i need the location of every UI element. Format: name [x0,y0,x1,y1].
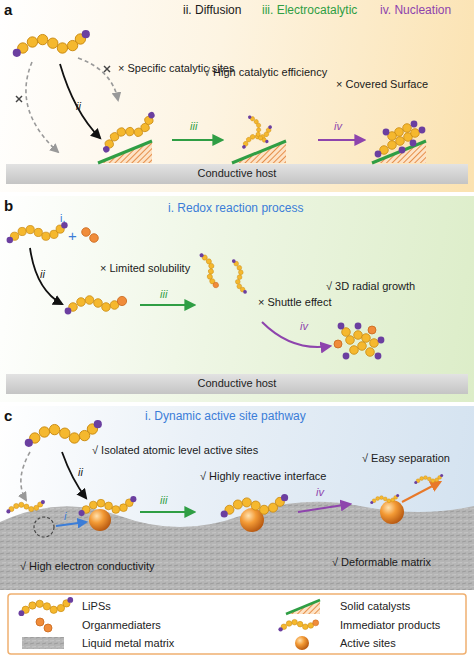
catalyst-edge [232,141,286,163]
lips-chain [6,500,45,513]
solid-catalyst [98,141,152,163]
lips-fragment [414,474,443,484]
solid-catalyst [232,141,286,163]
dashed-arrow [21,452,30,500]
panel-band: aConductive host [0,0,474,192]
legend-box [8,594,466,654]
diffusion-arrow [60,64,100,138]
legend-label: Liquid metal matrix [82,637,174,649]
legend-sample [19,597,74,616]
lips-fragment [370,494,399,504]
lips-chain [13,30,90,57]
legend-label: Organmediaters [82,619,161,631]
panel-letter: a [4,1,12,18]
catalyst-edge [98,141,152,163]
panel-band: bConductive host [0,196,474,402]
radial-cluster [334,323,384,360]
vacant-site [34,517,54,537]
host-label: Conductive host [6,167,468,179]
dashed-arrow [78,58,118,100]
legend-sample [295,636,309,650]
separation-arrow [402,482,440,502]
catalytic-arrow [172,139,222,141]
panel-band: c [0,406,474,590]
nucleation-arrow [298,504,350,512]
active-site [380,500,404,524]
mediator-product [199,251,219,290]
lips-fragment [248,112,269,146]
nucleation-arrow [318,139,364,141]
lips-chain [7,222,68,243]
solid-catalyst [372,141,426,163]
cross-mark [16,66,110,102]
lips-chain [79,496,137,516]
dashed-arrow [26,62,58,152]
lips-fragment [232,258,247,294]
legend-label: Solid catalysts [340,600,410,612]
catalytic-arrow [140,511,194,513]
host-label: Conductive host [6,377,468,389]
lips-chain [221,494,289,517]
panel-letter: b [4,197,13,214]
legend-sample [286,600,320,614]
active-site [89,509,111,531]
host-bar: Conductive host [6,164,468,184]
active-site-arrow [56,522,86,526]
catalyst-edge [372,141,426,163]
legend-sample [22,637,64,649]
organic-mediator [82,228,99,243]
lips-chain [25,420,102,447]
legend-sample [286,600,320,614]
covered-deposit [375,121,426,158]
mediator-product [65,296,127,315]
panel-letter: c [4,407,12,424]
liquid-metal-matrix [0,502,474,590]
legend-label: Active sites [340,637,396,649]
lips-chain [97,111,162,154]
diffusion-arrow [30,248,62,304]
host-bar: Conductive host [6,374,468,394]
active-site [240,508,264,532]
legend-sample [36,618,52,632]
legend-label: LiPSs [82,600,111,612]
catalytic-arrow [140,304,194,306]
legend-label: Immediator products [340,619,440,631]
nucleation-arrow [262,322,330,347]
lips-fragment [238,125,275,150]
legend-sample [278,619,318,631]
diffusion-arrow [62,452,86,498]
